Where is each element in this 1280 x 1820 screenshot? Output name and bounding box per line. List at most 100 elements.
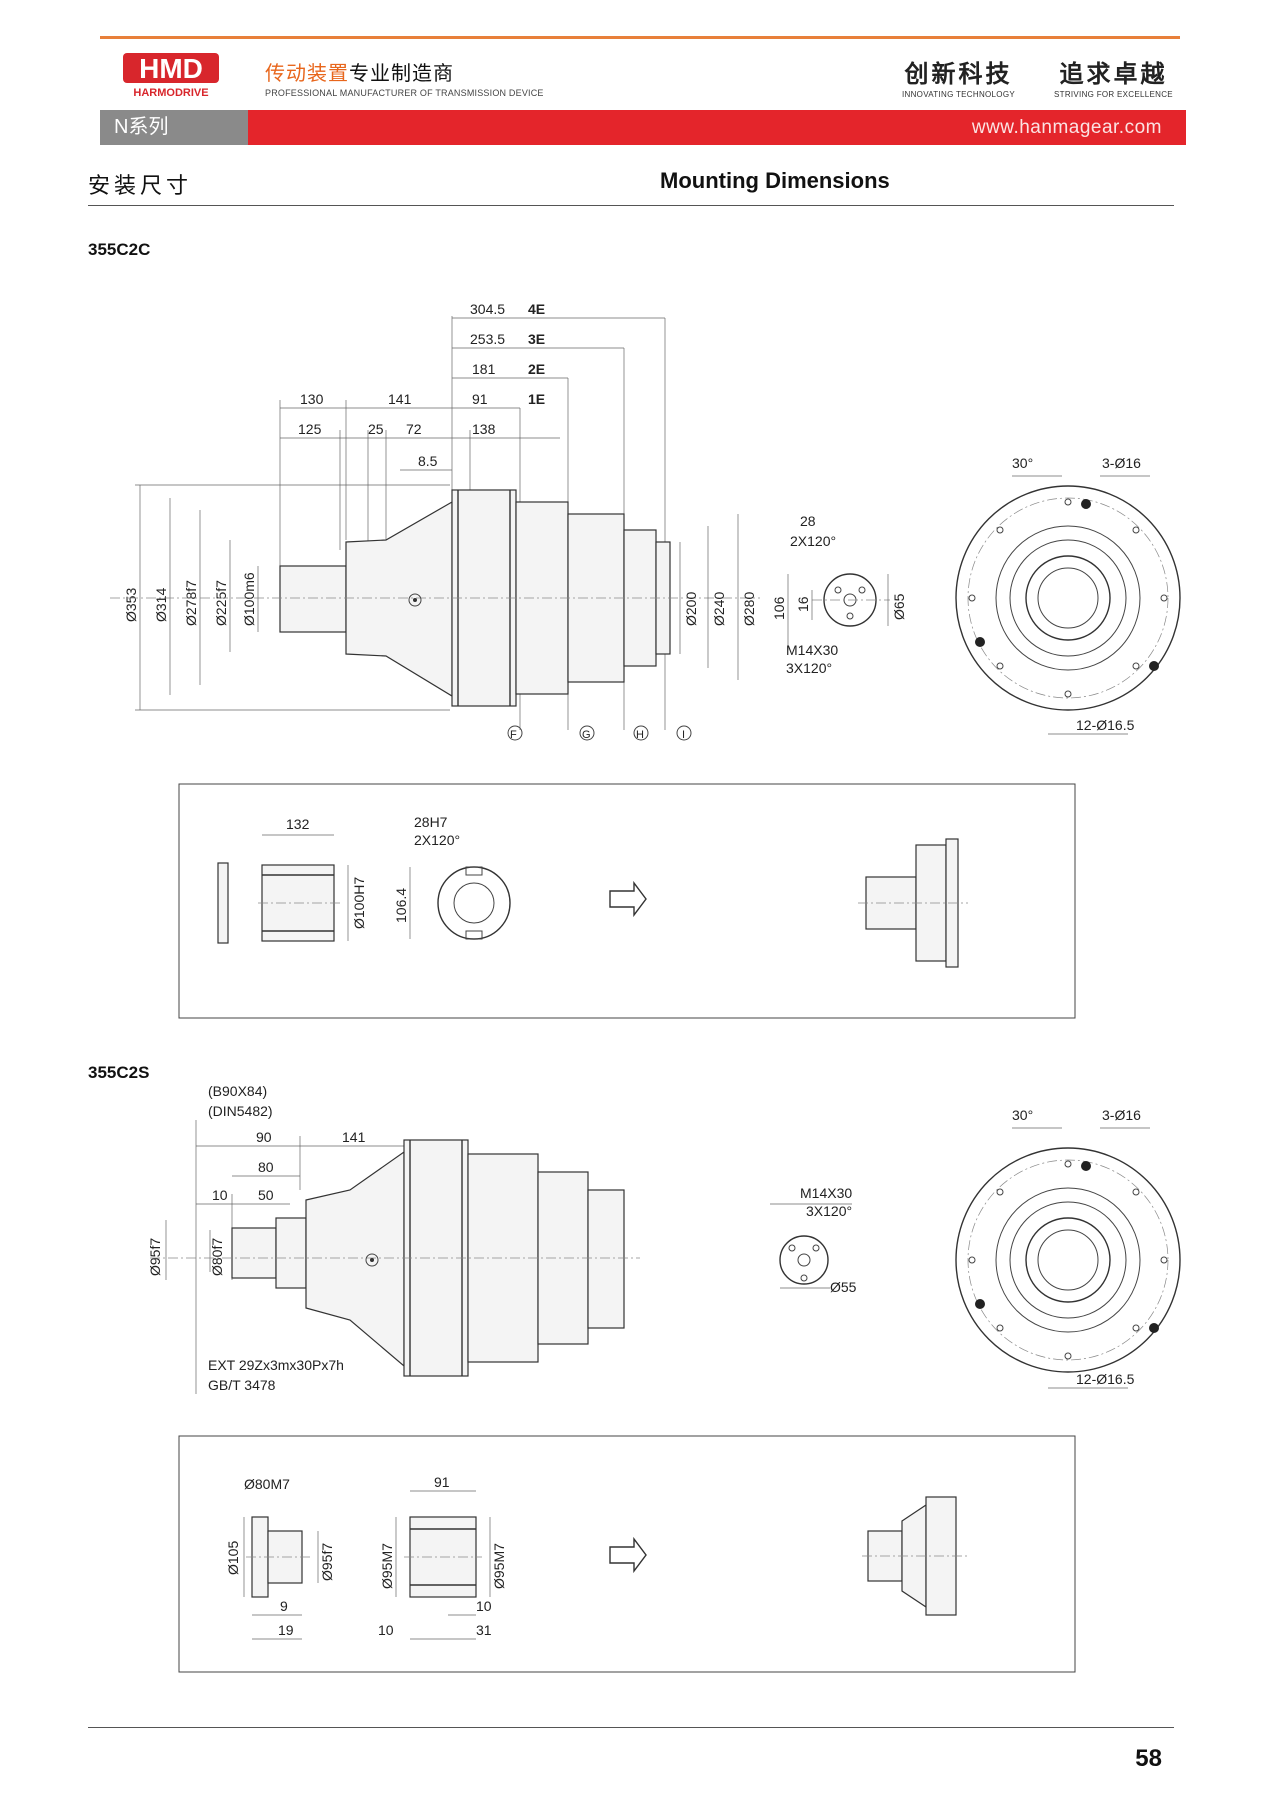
shaft-end-view-2: M14X30 3X120° Ø55 [770,1185,857,1295]
dia-240: Ø240 [711,592,727,626]
page-number: 58 [1135,1745,1162,1772]
box2-d9: 9 [280,1598,288,1614]
marker-i: I [682,729,685,741]
spline-standard: (DIN5482) [208,1103,273,1119]
stage-dimensions: 304.5 4E 253.5 3E 181 2E 91 1E [280,301,666,730]
spline-spec: (B90X84) [208,1083,267,1099]
dim-10: 10 [212,1187,228,1203]
arrow-right-icon [609,880,647,918]
dia-225f7: Ø225f7 [213,580,229,626]
marker-f: F [510,729,517,741]
dim-125: 125 [298,421,322,437]
arrow-right-icon-2 [609,1536,647,1574]
slogan-innovating: 创新科技 INNOVATING TECHNOLOGY [902,54,1015,99]
dim-253-5: 253.5 [470,331,505,347]
box2-d19: 19 [278,1622,294,1638]
box1-height: 106.4 [393,888,409,923]
dia-280: Ø280 [741,592,757,626]
dim-304-5: 304.5 [470,301,505,317]
slogan1-en: INNOVATING TECHNOLOGY [902,90,1015,99]
coupling-box-355c2c: 132 Ø100H7 106.4 28H7 2X120° [178,783,1076,1019]
shaft-end-view: 28 2X120° 106 16 Ø65 M14X30 3X120° [771,513,907,676]
slogan2-cn: 追求卓越 [1059,59,1168,88]
dia-100m6: Ø100m6 [241,572,257,626]
hmd-logo: HMD HARMODRIVE [123,53,219,99]
box2-len: 91 [434,1474,450,1490]
slogan-striving: 追求卓越 STRIVING FOR EXCELLENCE [1054,54,1173,99]
model-title-355c2s: 355C2S [88,1063,150,1082]
box1-key: 28H7 [414,814,448,830]
coupling-box-355c2s: Ø80M7 Ø105 Ø95f7 9 19 91 Ø95M7 Ø95M7 10 … [178,1435,1076,1673]
dim-8-5: 8.5 [418,453,438,469]
footer-divider [88,1727,1174,1728]
thread-pattern: 3X120° [786,660,832,676]
h-106: 106 [771,596,787,620]
h-16: 16 [795,596,811,612]
logo-brand: HMD [139,53,203,84]
flange-view: 30° 3-Ø16 12-Ø16.5 [955,455,1181,735]
flange-view-2: 30° 3-Ø16 12-Ø16.5 [955,1107,1181,1389]
dia-353: Ø353 [123,588,139,622]
flange2-holes-bottom: 12-Ø16.5 [1076,1371,1135,1387]
position-markers: F G H I [507,725,692,741]
drawing-355c2s: (B90X84) (DIN5482) 90 141 80 10 50 Ø95f7… [147,1083,1181,1394]
tagline-cn-a: 传动装置 [265,63,349,85]
dim-80: 80 [258,1159,274,1175]
dim-72: 72 [406,421,422,437]
thread-m14: M14X30 [786,642,838,658]
stage-3e: 3E [528,331,545,347]
top-dimensions-2: 90 141 80 10 50 [196,1129,404,1280]
marker-h: H [636,729,644,741]
ext-standard: GB/T 3478 [208,1377,276,1393]
box2-d95f7: Ø95f7 [319,1543,335,1581]
flange2-holes-top: 3-Ø16 [1102,1107,1141,1123]
dim-138: 138 [472,421,496,437]
flange-holes-bottom: 12-Ø16.5 [1076,717,1135,733]
key-28: 28 [800,513,816,529]
dia-314: Ø314 [153,588,169,622]
box1-key-pattern: 2X120° [414,832,460,848]
flange-angle: 30° [1012,455,1033,471]
left-diameters-2: Ø95f7 Ø80f7 [147,1220,225,1280]
section-title-cn: 安装尺寸 [88,173,193,198]
slogan2-en: STRIVING FOR EXCELLENCE [1054,90,1173,99]
box2-d105: Ø105 [225,1541,241,1575]
tagline: 传动装置专业制造商 PROFESSIONAL MANUFACTURER OF T… [265,57,544,98]
gearbox-body-2 [150,1139,640,1377]
series-label: N系列 [100,110,248,145]
left-diameters: Ø353 Ø314 Ø278f7 Ø225f7 Ø100m6 [123,484,450,711]
dia-278f7: Ø278f7 [183,580,199,626]
flange-holes-top: 3-Ø16 [1102,455,1141,471]
top-dimensions: 130 141 125 25 72 138 8.5 [279,391,560,630]
box1-bore: Ø100H7 [351,877,367,929]
dia-80f7: Ø80f7 [209,1238,225,1276]
dia-55: Ø55 [830,1279,857,1295]
dim-141: 141 [388,391,412,407]
thread2-m14: M14X30 [800,1185,852,1201]
stage-4e: 4E [528,301,545,317]
logo-brand-sub: HARMODRIVE [133,87,208,99]
dim-181: 181 [472,361,496,377]
dim-50: 50 [258,1187,274,1203]
dia-200: Ø200 [683,592,699,626]
stage-1e: 1E [528,391,545,407]
right-diameters: Ø200 Ø240 Ø280 [679,514,757,680]
dim-130: 130 [300,391,324,407]
drawing-355c2c: 304.5 4E 253.5 3E 181 2E 91 1E 130 141 1… [110,301,1181,741]
slogan1-cn: 创新科技 [904,59,1013,88]
dim-90: 90 [256,1129,272,1145]
dim-91: 91 [472,391,488,407]
website-link[interactable]: www.hanmagear.com [248,110,1186,145]
gearbox-body [110,489,760,707]
dia-65: Ø65 [891,593,907,620]
ext-spline: EXT 29Zx3mx30Px7h [208,1357,344,1373]
box2-bore1: Ø95M7 [379,1543,395,1589]
box1-len: 132 [286,816,310,832]
stage-2e: 2E [528,361,545,377]
box2-bore2: Ø95M7 [491,1543,507,1589]
box2-d31: 31 [476,1622,492,1638]
dim-25: 25 [368,421,384,437]
box2-d10b: 10 [476,1598,492,1614]
marker-g: G [582,729,591,741]
key-pattern: 2X120° [790,533,836,549]
